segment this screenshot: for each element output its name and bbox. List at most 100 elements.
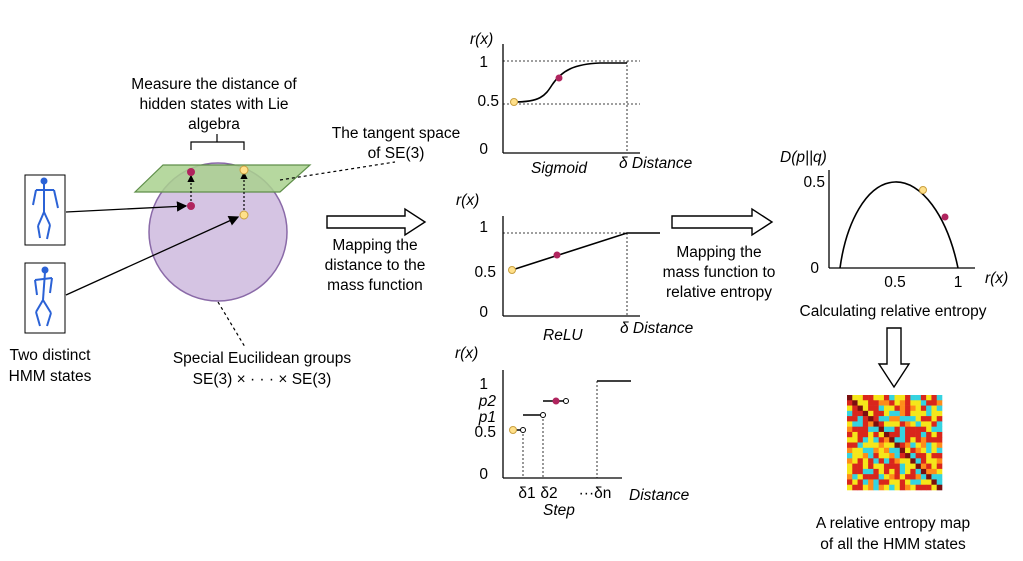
heatmap-cell bbox=[910, 395, 916, 401]
heatmap-cell bbox=[894, 395, 901, 401]
step-tick-05: 0.5 bbox=[474, 424, 496, 441]
heatmap-cell bbox=[905, 442, 911, 449]
heatmap-cell bbox=[936, 405, 943, 412]
heatmap-cell bbox=[931, 395, 938, 401]
heatmap-cell bbox=[905, 479, 911, 486]
map-caption-2: of all the HMM states bbox=[820, 536, 966, 553]
hollow-arrow-2 bbox=[671, 207, 774, 237]
heatmap-cell bbox=[920, 458, 927, 464]
heatmap-cell bbox=[847, 468, 853, 475]
heatmap-cell bbox=[920, 468, 927, 475]
step-point-yellow bbox=[509, 426, 517, 434]
heatmap-cell bbox=[878, 453, 885, 459]
heatmap-cell bbox=[910, 484, 916, 491]
heatmap-cell bbox=[862, 453, 869, 459]
heatmap-cell bbox=[868, 468, 874, 475]
heatmap-cell bbox=[899, 416, 906, 422]
heatmap-cell bbox=[868, 442, 874, 449]
entropy-curve bbox=[839, 181, 959, 269]
heatmap-cell bbox=[847, 437, 853, 443]
heatmap-cell bbox=[878, 447, 885, 454]
heatmap-cell bbox=[910, 421, 916, 427]
heatmap-cell bbox=[847, 484, 853, 491]
heatmap-cell bbox=[894, 453, 901, 459]
sigmoid-xlabel: δ Distance bbox=[619, 155, 693, 172]
tangent-leader bbox=[279, 161, 396, 181]
heatmap-cell bbox=[847, 479, 853, 486]
step-tick-0: 0 bbox=[479, 466, 488, 483]
hollow-arrow-down bbox=[877, 327, 911, 389]
heatmap-cell bbox=[915, 479, 922, 486]
heatmap-cell bbox=[899, 468, 906, 475]
heatmap-cell bbox=[915, 458, 922, 464]
heatmap-cell bbox=[873, 463, 879, 470]
entropy-point-yellow bbox=[919, 186, 927, 194]
heatmap-cell bbox=[857, 395, 864, 401]
heatmap-cell bbox=[847, 447, 853, 454]
heatmap-cell bbox=[915, 410, 922, 417]
heatmap-cell bbox=[915, 474, 922, 480]
heatmap-cell bbox=[936, 421, 943, 427]
heatmap-cell bbox=[931, 484, 938, 491]
heatmap-cell bbox=[905, 463, 911, 470]
heatmap-cell bbox=[847, 474, 853, 480]
heatmap-cell bbox=[873, 421, 879, 427]
heatmap-cell bbox=[894, 447, 901, 454]
heatmap-cell bbox=[878, 463, 885, 470]
heatmap-cell bbox=[868, 431, 874, 438]
heatmap-cell bbox=[862, 474, 869, 480]
heatmap-cell bbox=[868, 463, 874, 470]
heatmap-cell bbox=[852, 421, 858, 427]
heatmap-cell bbox=[847, 410, 853, 417]
heatmap-cell bbox=[862, 400, 869, 406]
heatmap-cell bbox=[852, 405, 858, 412]
heatmap-cell bbox=[852, 437, 858, 443]
heatmap-cell bbox=[889, 405, 895, 412]
heatmap-cell bbox=[852, 484, 858, 491]
heatmap-cell bbox=[931, 421, 938, 427]
heatmap-cell bbox=[868, 395, 874, 401]
heatmap-cell bbox=[920, 447, 927, 454]
arrow1-caption-1: Mapping the bbox=[332, 237, 417, 254]
heatmap-cell bbox=[931, 474, 938, 480]
heatmap-cell bbox=[910, 437, 916, 443]
heatmap-cell bbox=[910, 442, 916, 449]
heatmap-cell bbox=[931, 463, 938, 470]
heatmap-cell bbox=[862, 421, 869, 427]
heatmap-cell bbox=[852, 453, 858, 459]
heatmap-cell bbox=[915, 447, 922, 454]
heatmap-cell bbox=[910, 468, 916, 475]
entropy-xtick-05: 0.5 bbox=[884, 274, 906, 291]
heatmap-cell bbox=[899, 458, 906, 464]
step-open-1 bbox=[520, 427, 526, 433]
relu-name: ReLU bbox=[543, 327, 583, 344]
sigmoid-ylabel: r(x) bbox=[470, 31, 493, 48]
heatmap-cell bbox=[899, 426, 906, 433]
arrow1-caption-2: distance to the bbox=[325, 257, 426, 274]
heatmap-cell bbox=[868, 421, 874, 427]
heatmap-cell bbox=[936, 410, 943, 417]
heatmap-cell bbox=[926, 474, 932, 480]
heatmap-cell bbox=[910, 474, 916, 480]
step-plot: r(x) 1 p2 p1 0.5 0 δ1 δ2 ···δn Step Dist… bbox=[455, 345, 690, 519]
step-xtick-dn: ···δn bbox=[579, 485, 612, 502]
states-caption-1: Two distinct bbox=[10, 347, 92, 364]
heatmap-cell bbox=[926, 484, 932, 491]
entropy-xlabel: r(x) bbox=[985, 270, 1008, 287]
heatmap-cell bbox=[873, 400, 879, 406]
heatmap-cell bbox=[905, 395, 911, 401]
step-tick-p1: p1 bbox=[478, 409, 496, 426]
heatmap-cell bbox=[905, 474, 911, 480]
tangent-caption-1: The tangent space bbox=[332, 125, 460, 142]
heatmap-cell bbox=[878, 405, 885, 412]
heatmap-cell bbox=[852, 395, 858, 401]
heatmap-cell bbox=[899, 421, 906, 427]
states-caption-2: HMM states bbox=[9, 368, 92, 385]
sphere-point-magenta bbox=[187, 202, 195, 210]
heatmap-cell bbox=[878, 400, 885, 406]
heatmap-cell bbox=[899, 405, 906, 412]
skeleton-figure-1 bbox=[32, 177, 59, 240]
heatmap-cell bbox=[931, 479, 938, 486]
heatmap-cell bbox=[889, 453, 895, 459]
plane-point-magenta bbox=[187, 168, 195, 176]
